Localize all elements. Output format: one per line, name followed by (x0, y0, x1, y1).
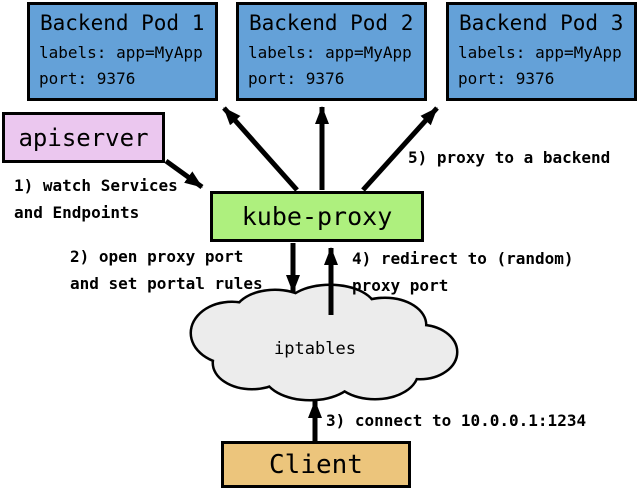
node-client: Client (221, 441, 411, 488)
node-backend-pod-2: Backend Pod 2 labels: app=MyApp port: 93… (236, 2, 427, 101)
arrow-kube-proxy-to-pod-3 (361, 106, 439, 192)
node-kube-proxy: kube-proxy (210, 191, 424, 242)
pod-title: Backend Pod 1 (40, 11, 205, 35)
node-backend-pod-3: Backend Pod 3 labels: app=MyApp port: 93… (446, 2, 637, 101)
annotation-step-5: 5) proxy to a backend (408, 148, 611, 167)
apiserver-label: apiserver (18, 123, 149, 152)
annotation-step-1: 1) watch Services and Endpoints (14, 176, 178, 222)
arrow-kube-proxy-to-pod-1 (222, 106, 299, 192)
pod-title: Backend Pod 2 (249, 11, 414, 35)
client-label: Client (269, 449, 363, 480)
pod-labels-line: labels: app=MyApp (458, 43, 622, 62)
arrow-apiserver-to-kube-proxy (164, 158, 204, 190)
pod-labels-line: labels: app=MyApp (39, 43, 203, 62)
annotation-step-2: 2) open proxy port and set portal rules (70, 247, 263, 293)
kube-proxy-label: kube-proxy (241, 202, 393, 231)
node-backend-pod-1: Backend Pod 1 labels: app=MyApp port: 93… (27, 2, 218, 101)
pod-title: Backend Pod 3 (459, 11, 624, 35)
pod-port-line: port: 9376 (248, 69, 345, 88)
pod-labels-line: labels: app=MyApp (248, 43, 412, 62)
node-apiserver: apiserver (2, 112, 165, 163)
annotation-step-3: 3) connect to 10.0.0.1:1234 (326, 411, 587, 430)
iptables-label: iptables (274, 339, 356, 359)
pod-port-line: port: 9376 (39, 69, 136, 88)
pod-port-line: port: 9376 (458, 69, 555, 88)
annotation-step-4: 4) redirect to (random) proxy port (352, 249, 574, 295)
